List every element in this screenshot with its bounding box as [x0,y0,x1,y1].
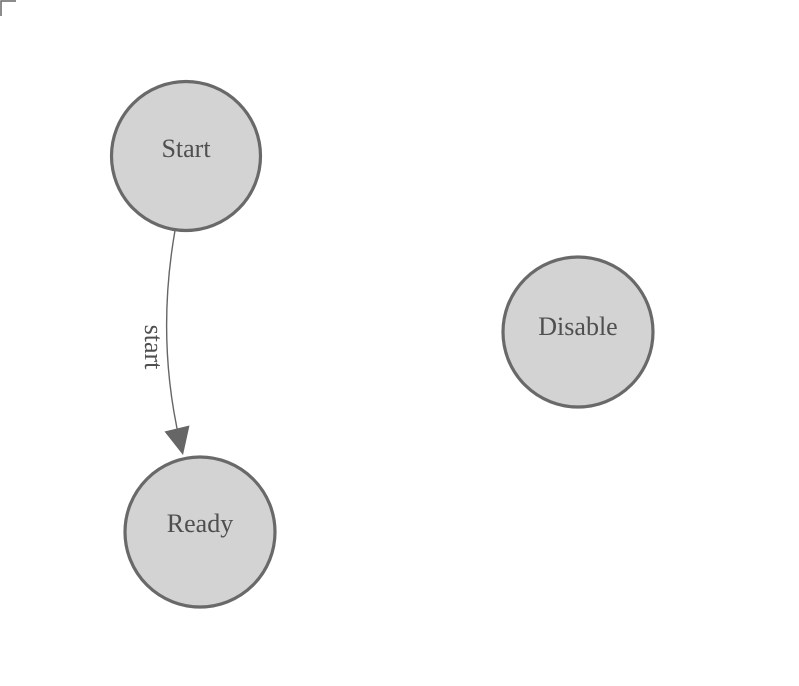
edge-line [165,230,181,443]
edge-arrowhead-icon [164,425,190,455]
edge-start-to-ready[interactable]: start [139,230,190,456]
node-disable-circle[interactable] [501,255,655,409]
node-ready[interactable]: Ready [123,455,277,609]
node-disable[interactable]: Disable [501,255,655,409]
node-start-circle[interactable] [109,79,263,233]
canvas-corner-bracket [0,0,16,16]
node-start[interactable]: Start [109,79,263,233]
edge-label: start [139,325,168,371]
node-ready-circle[interactable] [123,455,277,609]
